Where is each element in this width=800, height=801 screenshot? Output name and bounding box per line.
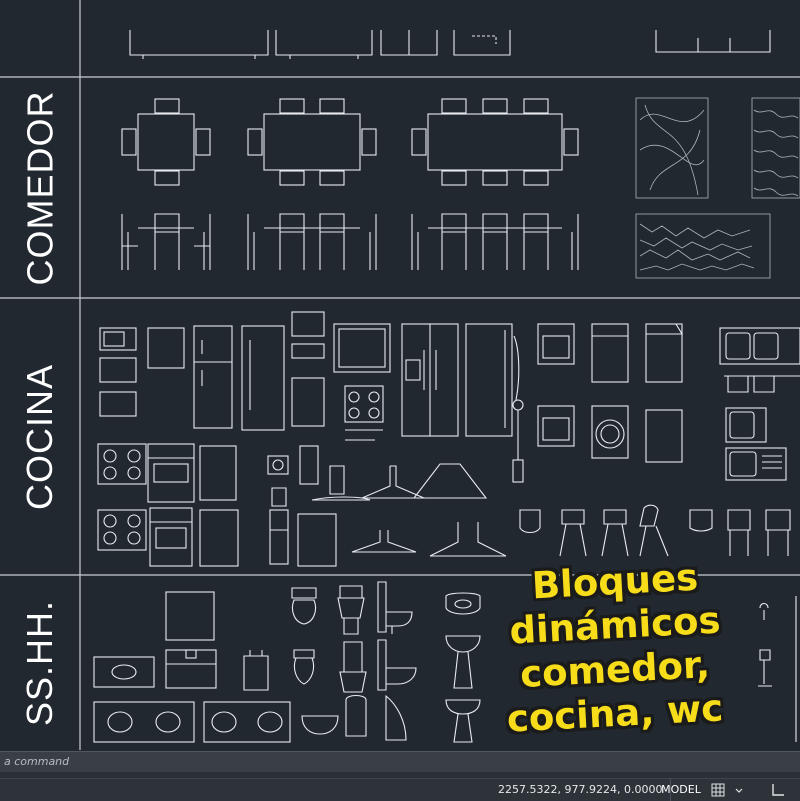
bathroom-fixtures — [93, 581, 797, 743]
top-furniture-blocks — [129, 30, 771, 59]
command-prompt-text: a command — [4, 755, 70, 768]
kitchen-sinks-chairs — [519, 327, 800, 557]
dining-elevations — [121, 213, 579, 270]
promo-overlay: Bloques dinámicos comedor, cocina, wc — [470, 556, 760, 741]
dining-tables-plan — [121, 98, 579, 186]
ortho-icon[interactable] — [770, 782, 786, 798]
section-label-cocina: COCINA — [0, 299, 80, 575]
drawing-canvas[interactable]: COMEDOR COCINA SS.HH. — [0, 0, 800, 750]
grid-icon[interactable] — [710, 782, 726, 798]
command-line-input[interactable]: a command — [0, 751, 800, 772]
comedor-label: COMEDOR — [19, 90, 60, 286]
section-label-sshh: SS.HH. — [0, 576, 80, 750]
kitchen-appliances — [97, 311, 683, 567]
section-grid — [0, 0, 800, 750]
model-space-button[interactable]: MODEL — [661, 783, 701, 796]
sshh-label: SS.HH. — [19, 599, 60, 727]
coordinates-readout[interactable]: 2257.5322, 977.9224, 0.0000 — [490, 779, 672, 801]
cocina-label: COCINA — [19, 363, 61, 511]
grid-dropdown-icon[interactable] — [734, 782, 744, 798]
command-separator — [0, 772, 800, 778]
rug-patterns — [635, 97, 800, 279]
section-label-comedor: COMEDOR — [0, 78, 80, 298]
status-bar: 2257.5322, 977.9224, 0.0000 MODEL — [0, 778, 800, 801]
